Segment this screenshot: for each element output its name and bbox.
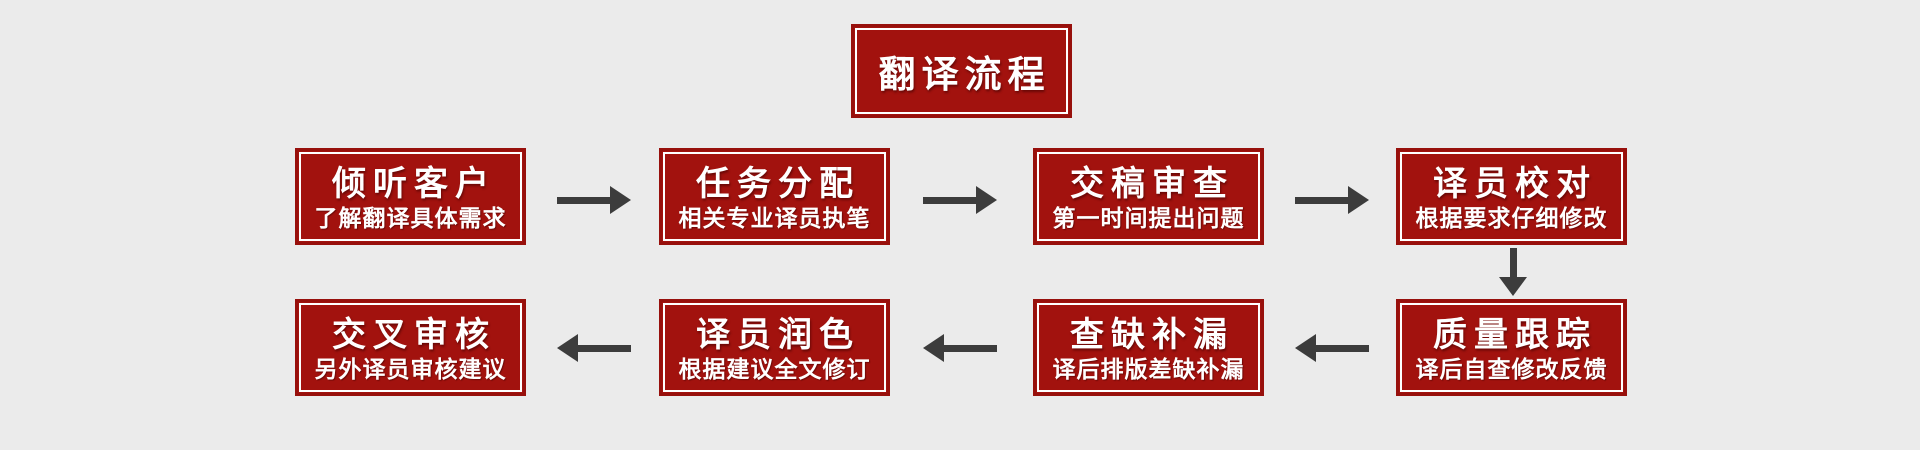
step-subtitle: 根据建议全文修订 bbox=[678, 356, 871, 383]
step-subtitle: 根据要求仔细修改 bbox=[1415, 205, 1608, 232]
step-subtitle: 了解翻译具体需求 bbox=[314, 205, 507, 232]
arrow-right-icon bbox=[557, 186, 631, 214]
step-box-listen-customer: 倾听客户 了解翻译具体需求 bbox=[295, 148, 526, 245]
step-title: 任务分配 bbox=[696, 163, 860, 204]
arrow-left-icon bbox=[1295, 334, 1369, 362]
arrow-right-icon bbox=[1295, 186, 1369, 214]
step-box-cross-review: 交叉审核 另外译员审核建议 bbox=[295, 299, 526, 396]
step-subtitle: 第一时间提出问题 bbox=[1052, 205, 1245, 232]
step-box-translator-proofread: 译员校对 根据要求仔细修改 bbox=[1396, 148, 1627, 245]
step-title: 质量跟踪 bbox=[1433, 314, 1597, 355]
step-box-translator-polish: 译员润色 根据建议全文修订 bbox=[659, 299, 890, 396]
step-title: 交稿审查 bbox=[1070, 163, 1234, 204]
step-title: 交叉审核 bbox=[332, 314, 496, 355]
step-subtitle: 译后排版差缺补漏 bbox=[1052, 356, 1245, 383]
step-title: 查缺补漏 bbox=[1070, 314, 1234, 355]
step-title: 译员校对 bbox=[1433, 163, 1597, 204]
flow-title-box: 翻译流程 bbox=[851, 24, 1072, 118]
arrow-right-icon bbox=[923, 186, 997, 214]
arrow-left-icon bbox=[923, 334, 997, 362]
flow-title: 翻译流程 bbox=[878, 53, 1051, 96]
step-title: 译员润色 bbox=[696, 314, 860, 355]
arrow-left-icon bbox=[557, 334, 631, 362]
step-box-fill-gaps: 查缺补漏 译后排版差缺补漏 bbox=[1033, 299, 1264, 396]
step-box-draft-review: 交稿审查 第一时间提出问题 bbox=[1033, 148, 1264, 245]
step-subtitle: 译后自查修改反馈 bbox=[1415, 356, 1608, 383]
step-subtitle: 相关专业译员执笔 bbox=[678, 205, 871, 232]
step-title: 倾听客户 bbox=[332, 163, 496, 204]
arrow-down-icon bbox=[1499, 248, 1527, 296]
step-box-task-assignment: 任务分配 相关专业译员执笔 bbox=[659, 148, 890, 245]
step-subtitle: 另外译员审核建议 bbox=[314, 356, 507, 383]
step-box-quality-tracking: 质量跟踪 译后自查修改反馈 bbox=[1396, 299, 1627, 396]
